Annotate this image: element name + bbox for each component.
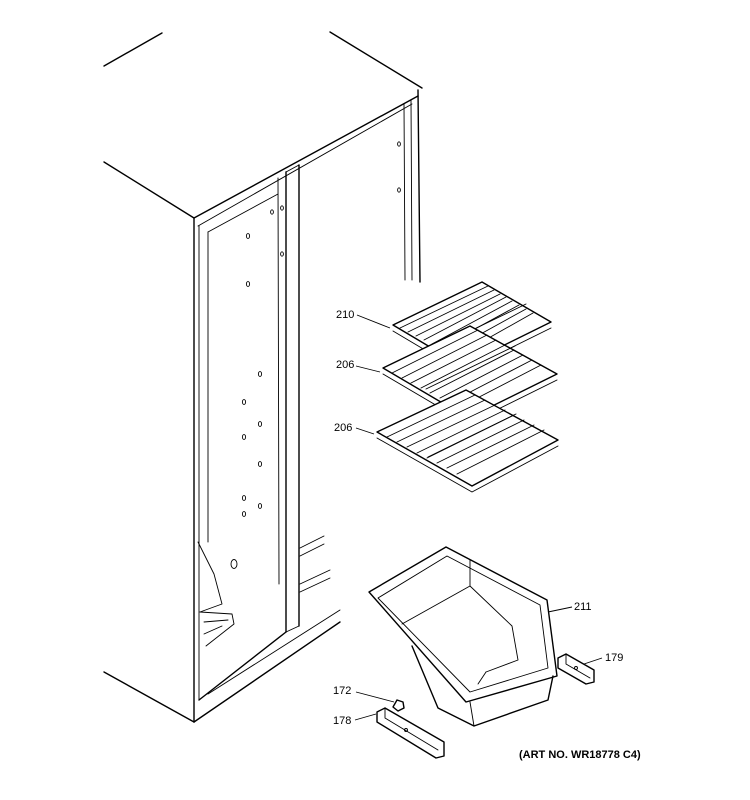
- ice-bucket: [368, 546, 558, 727]
- bracket-178: [376, 707, 445, 759]
- freezer-cabinet: [103, 31, 423, 723]
- callout-screw: 172: [333, 685, 351, 697]
- art-number: (ART NO. WR18778 C4): [519, 749, 641, 761]
- callout-bracket-right: 179: [605, 652, 623, 664]
- wire-shelf-206-upper: [382, 325, 558, 425]
- callout-shelf-lower: 206: [334, 422, 352, 434]
- callout-shelf-middle: 206: [336, 359, 354, 371]
- bracket-179: [557, 653, 595, 685]
- callout-shelf-top: 210: [336, 309, 354, 321]
- screw-172: [392, 699, 405, 712]
- wire-shelf-206-lower: [376, 389, 559, 493]
- callout-bracket-left: 178: [333, 715, 351, 727]
- leader-lines: [354, 314, 603, 721]
- callout-ice-bucket: 211: [574, 601, 592, 613]
